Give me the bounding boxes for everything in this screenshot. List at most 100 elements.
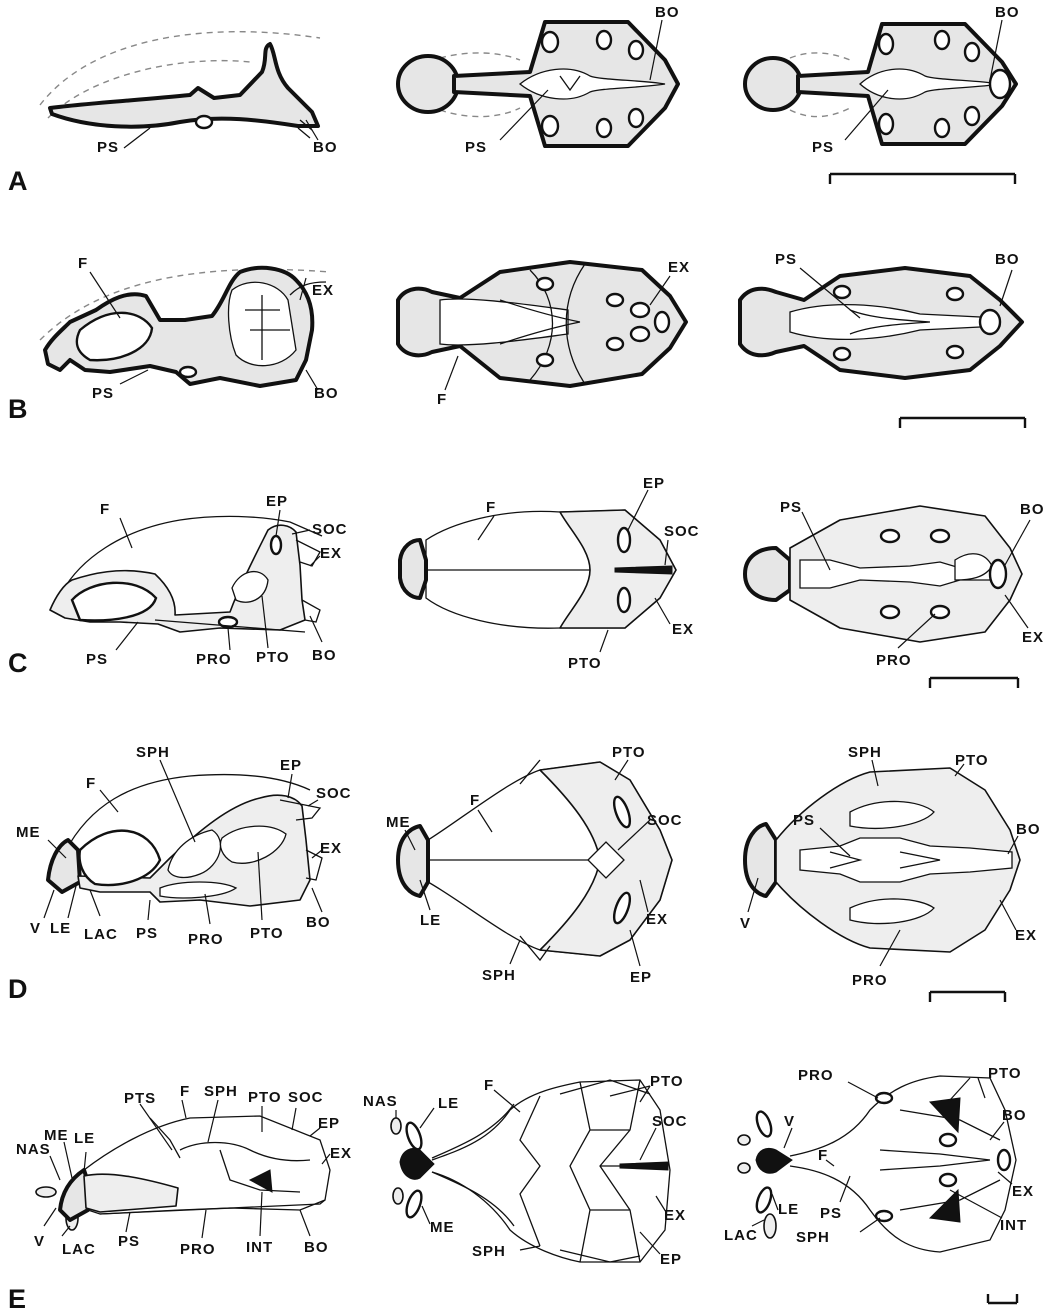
label-nas: NAS — [363, 1093, 398, 1110]
label-bo: BO — [995, 251, 1020, 268]
label-le: LE — [420, 912, 441, 929]
label-ps: PS — [465, 139, 487, 156]
label-ps: PS — [820, 1205, 842, 1222]
scale-bar-e — [988, 1294, 1017, 1303]
label-pts: PTS — [124, 1090, 156, 1107]
label-bo: BO — [1020, 501, 1045, 518]
label-bo: BO — [312, 647, 337, 664]
skull-b-ventral: PS BO — [740, 251, 1025, 428]
skull-a-lateral: PS BO — [40, 32, 338, 156]
label-sph: SPH — [472, 1243, 506, 1260]
label-ex: EX — [320, 545, 342, 562]
label-pro: PRO — [188, 931, 224, 948]
skull-e-ventral: PRO PTO BO V F EX PS LE INT LAC SPH — [724, 1065, 1034, 1303]
label-ep: EP — [266, 493, 288, 510]
label-v: V — [34, 1233, 45, 1250]
label-ex: EX — [664, 1207, 686, 1224]
label-ex: EX — [668, 259, 690, 276]
label-pro: PRO — [196, 651, 232, 668]
label-sph: SPH — [848, 744, 882, 761]
label-bo: BO — [313, 139, 338, 156]
label-le: LE — [50, 920, 71, 937]
label-ep: EP — [643, 475, 665, 492]
skull-d-ventral: SPH PTO PS BO EX V PRO — [740, 744, 1041, 1002]
skull-c-lateral: F EP SOC EX BO PS PRO PTO — [50, 493, 348, 668]
row-c: F EP SOC EX BO PS PRO PTO F EP SOC EX — [8, 475, 1045, 688]
label-lac: LAC — [84, 926, 118, 943]
label-bo: BO — [995, 4, 1020, 21]
label-soc: SOC — [288, 1089, 324, 1106]
label-ps: PS — [812, 139, 834, 156]
label-le: LE — [438, 1095, 459, 1112]
label-f: F — [818, 1147, 828, 1164]
panel-label-a: A — [8, 166, 28, 196]
label-pto: PTO — [248, 1089, 282, 1106]
label-ex: EX — [330, 1145, 352, 1162]
skull-c-ventral: PS BO EX PRO — [745, 499, 1045, 688]
label-f: F — [437, 391, 447, 408]
panel-label-d: D — [8, 974, 28, 1004]
label-ep: EP — [630, 969, 652, 986]
label-le: LE — [778, 1201, 799, 1218]
label-bo: BO — [1016, 821, 1041, 838]
skull-a-ventral: PS BO — [745, 4, 1020, 184]
label-pto: PTO — [568, 655, 602, 672]
label-ps: PS — [775, 251, 797, 268]
label-int: INT — [246, 1239, 273, 1256]
label-pto: PTO — [650, 1073, 684, 1090]
scale-bar-d — [930, 992, 1005, 1002]
row-d: F SPH EP SOC EX BO ME V LE LAC PS PRO PT… — [8, 744, 1041, 1004]
row-a: PS BO PS BO — [8, 4, 1020, 196]
panel-label-b: B — [8, 394, 28, 424]
label-bo: BO — [306, 914, 331, 931]
label-sph: SPH — [204, 1083, 238, 1100]
label-pto: PTO — [250, 925, 284, 942]
label-ex: EX — [1012, 1183, 1034, 1200]
label-ex: EX — [320, 840, 342, 857]
label-soc: SOC — [312, 521, 348, 538]
scale-bar-a — [830, 174, 1015, 184]
label-pro: PRO — [876, 652, 912, 669]
label-ps: PS — [793, 812, 815, 829]
label-f: F — [470, 792, 480, 809]
label-ps: PS — [86, 651, 108, 668]
row-e: NAS ME LE PTS F SPH PTO SOC EP EX V LAC … — [8, 1065, 1034, 1314]
label-soc: SOC — [652, 1113, 688, 1130]
label-me: ME — [386, 814, 411, 831]
label-pro: PRO — [798, 1067, 834, 1084]
label-f: F — [180, 1083, 190, 1100]
label-ps: PS — [780, 499, 802, 516]
row-b: F PS EX BO EX F — [8, 251, 1025, 428]
label-me: ME — [44, 1127, 69, 1144]
label-ex: EX — [672, 621, 694, 638]
scale-bar-c — [930, 678, 1018, 688]
label-pto: PTO — [955, 752, 989, 769]
label-lac: LAC — [62, 1241, 96, 1258]
label-ex: EX — [312, 282, 334, 299]
skull-a-dorsal: PS BO — [398, 4, 680, 156]
label-pro: PRO — [180, 1241, 216, 1258]
label-me: ME — [16, 824, 41, 841]
label-ep: EP — [660, 1251, 682, 1268]
label-v: V — [740, 915, 751, 932]
label-ep: EP — [318, 1115, 340, 1132]
label-sph: SPH — [482, 967, 516, 984]
label-soc: SOC — [316, 785, 352, 802]
label-f: F — [484, 1077, 494, 1094]
label-pto: PTO — [256, 649, 290, 666]
label-ps: PS — [118, 1233, 140, 1250]
label-ex: EX — [646, 911, 668, 928]
skull-c-dorsal: F EP SOC EX PTO — [400, 475, 700, 672]
panel-label-e: E — [8, 1284, 26, 1314]
label-pto: PTO — [988, 1065, 1022, 1082]
label-soc: SOC — [647, 812, 683, 829]
label-ps: PS — [92, 385, 114, 402]
label-bo: BO — [655, 4, 680, 21]
label-soc: SOC — [664, 523, 700, 540]
label-f: F — [78, 255, 88, 272]
label-lac: LAC — [724, 1227, 758, 1244]
label-pto: PTO — [612, 744, 646, 761]
label-pro: PRO — [852, 972, 888, 989]
label-sph: SPH — [136, 744, 170, 761]
